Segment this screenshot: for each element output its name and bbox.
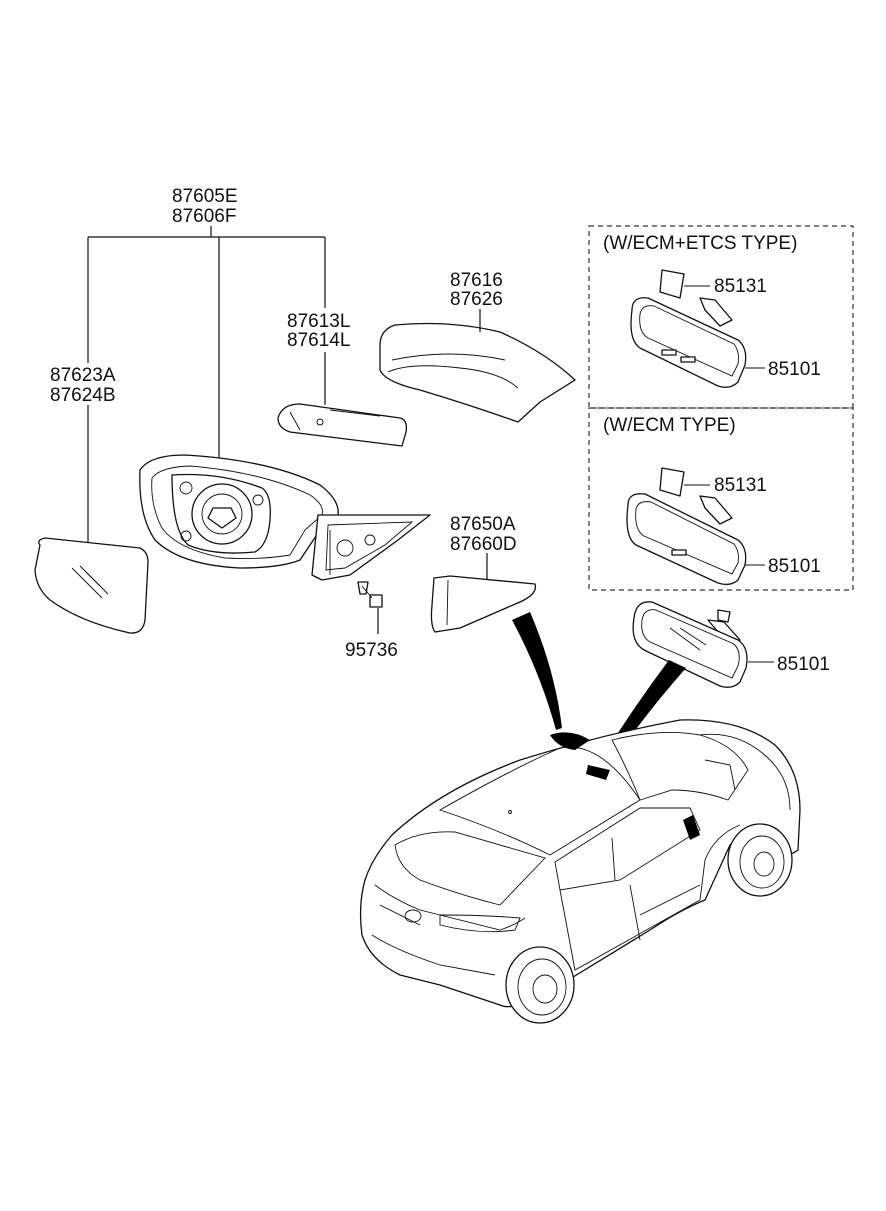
label-87650A: 87650A — [450, 514, 516, 535]
label-87626: 87626 — [450, 289, 503, 310]
box1-label-85101: 85101 — [768, 359, 821, 380]
scalp-cover — [379, 309, 576, 423]
box1-title: (W/ECM+ETCS TYPE) — [603, 233, 797, 254]
box2-inside-mirror — [626, 467, 765, 586]
label-87660D: 87660D — [450, 534, 517, 555]
mirror-housing — [139, 454, 339, 569]
label-95736: 95736 — [345, 640, 398, 661]
box2-label-85131: 85131 — [714, 475, 767, 496]
label-87613L: 87613L — [287, 311, 350, 332]
label-87606F: 87606F — [172, 206, 236, 227]
label-87624B: 87624B — [50, 385, 116, 406]
box2-label-85101: 85101 — [768, 556, 821, 577]
mirror-glass — [34, 537, 149, 634]
side-lamp — [277, 403, 408, 447]
part-labels: 87605E 87606F 87623A 87624B 87613L 87614… — [50, 186, 830, 675]
label-87616: 87616 — [450, 270, 503, 291]
vehicle — [359, 719, 801, 1024]
box1-label-85131: 85131 — [714, 276, 767, 297]
box1-inside-mirror — [630, 269, 765, 388]
screw — [357, 581, 383, 634]
mirror-base — [311, 514, 431, 581]
label-85101: 85101 — [777, 654, 830, 675]
box2-title: (W/ECM TYPE) — [603, 415, 736, 436]
assembly-leader-lines — [87, 226, 326, 545]
label-87623A: 87623A — [50, 365, 116, 386]
mirror-cover — [430, 553, 537, 633]
option-boxes — [588, 225, 854, 591]
label-87605E: 87605E — [172, 186, 238, 207]
label-87614L: 87614L — [287, 330, 350, 351]
inside-mirror — [632, 601, 774, 688]
